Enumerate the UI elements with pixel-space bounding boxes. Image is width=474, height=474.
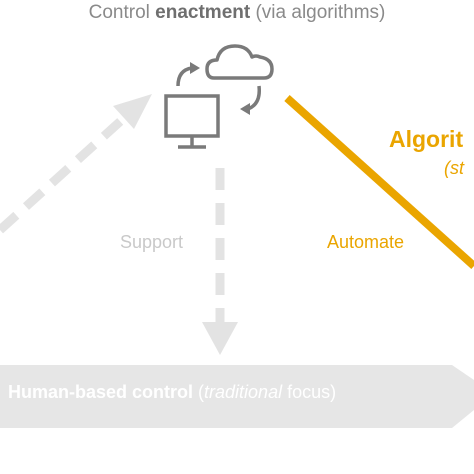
dashed-arrow-left [0, 94, 152, 234]
human-control-open: ( [193, 382, 205, 402]
cloud-icon [205, 44, 274, 80]
human-control-bold: Human-based control [8, 382, 194, 402]
top-title-emphasis: enactment [155, 2, 251, 23]
monitor-icon [164, 94, 220, 149]
automate-label: Automate [327, 232, 405, 252]
human-control-bar [0, 365, 474, 428]
support-label: Support [120, 232, 184, 252]
top-title: Control enactment (via algorithms) [0, 2, 474, 24]
human-control-text: Human-based control (traditional focus) [8, 382, 336, 403]
dashed-arrow-down [202, 168, 238, 355]
top-title-prefix: Control [88, 2, 156, 23]
automate-line [284, 95, 474, 269]
algorithm-sub-label: (st [444, 158, 464, 178]
top-title-suffix: (via algorithms) [250, 2, 386, 23]
human-control-rest: focus) [282, 382, 337, 402]
algorithm-label: Algorit [389, 126, 464, 152]
sync-arrows-icon [176, 62, 262, 115]
human-control-italic: traditional [204, 382, 283, 402]
